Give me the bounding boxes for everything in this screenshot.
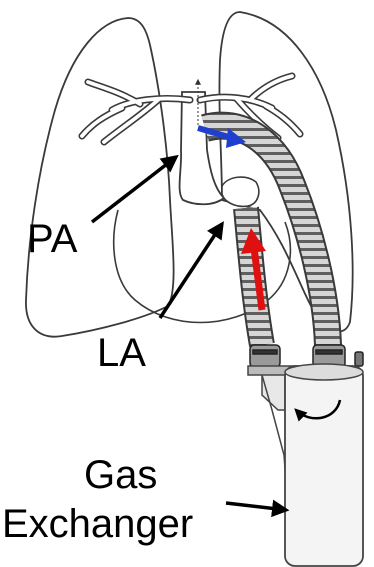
label-exchanger: Exchanger [2,502,193,546]
left-atrium [222,177,259,206]
gas-exchanger-pointer [226,503,286,510]
pa-pointer [92,157,176,222]
label-gas: Gas [84,453,157,497]
la-pointer [160,224,222,318]
tube-connectors [250,345,363,367]
label-pa: PA [27,217,78,261]
right-pulmonary-branches [82,82,190,142]
pulmonary-artery-trunk [180,92,224,204]
gas-exchanger-device [248,364,363,566]
label-la: LA [97,331,146,375]
